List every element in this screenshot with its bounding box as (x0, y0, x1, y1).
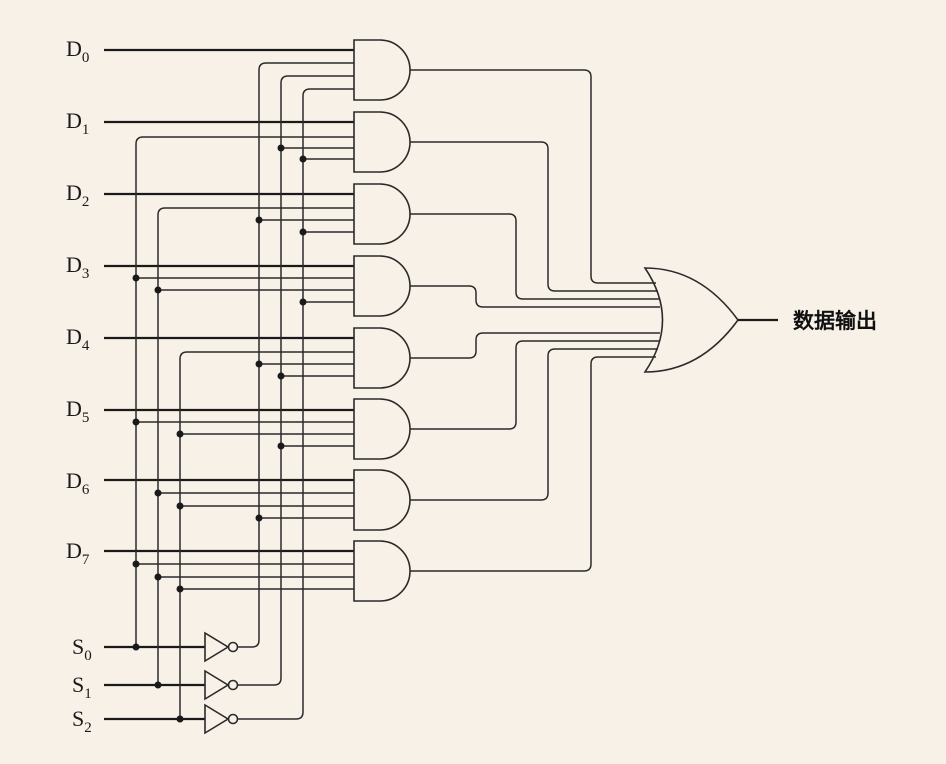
junction-dot (132, 274, 140, 282)
wire-and1-or (410, 141, 658, 292)
inverter-s2 (204, 703, 230, 735)
junction-dot (277, 372, 285, 380)
junction-dot (255, 514, 263, 522)
junction-dot (132, 418, 140, 426)
select-taps (136, 147, 354, 590)
wire-and2-or (410, 213, 659, 300)
bus-not-s2 (238, 88, 354, 720)
output-label: 数据输出 (793, 309, 877, 333)
and-gate-7 (353, 540, 411, 602)
bus-not-s0 (238, 62, 354, 648)
wire-and6-or (410, 348, 658, 501)
label-d2: D2 (66, 180, 89, 210)
inverter-s0 (204, 631, 230, 663)
junction-dot (299, 155, 307, 163)
junction-dot (255, 216, 263, 224)
inverter-bubble-s1 (227, 679, 239, 691)
wire-and4-or (410, 332, 660, 359)
and-gate-2 (353, 183, 411, 245)
select-section (104, 62, 354, 735)
junction-dot (299, 228, 307, 236)
label-s0: S0 (72, 634, 92, 664)
label-d0: D0 (66, 36, 89, 66)
junction-dot (277, 442, 285, 450)
wire-and5-or (410, 340, 659, 430)
data-input-labels: D0 D1 D2 D3 D4 D5 D6 D7 (66, 36, 90, 568)
select-input-labels: S0 S1 S2 (72, 634, 92, 736)
junction-dot (176, 585, 184, 593)
and-gate-4 (353, 327, 411, 389)
wire-and7-or (410, 356, 656, 572)
inverter-bubble-s0 (227, 641, 239, 653)
and-gates (353, 39, 411, 602)
junction-dot (132, 560, 140, 568)
junction-dot (176, 430, 184, 438)
wire-and0-or (410, 69, 656, 284)
inverter-bubble-s2 (227, 713, 239, 725)
bus-not-s1 (238, 75, 354, 686)
label-d6: D6 (66, 468, 90, 498)
bus-s0 (135, 136, 354, 647)
label-s2: S2 (72, 706, 92, 736)
and-to-or-wires (410, 69, 660, 572)
label-d5: D5 (66, 396, 89, 426)
junction-dot (255, 360, 263, 368)
bus-s2 (179, 351, 354, 719)
and-gate-3 (353, 255, 411, 317)
inverter-s1 (204, 669, 230, 701)
junction-dot (132, 643, 140, 651)
junction-dot (154, 286, 162, 294)
junction-dot (154, 681, 162, 689)
or-gate (643, 267, 739, 373)
data-input-wires (104, 48, 354, 553)
junction-dot (176, 715, 184, 723)
label-d1: D1 (66, 108, 89, 138)
label-s1: S1 (72, 672, 92, 702)
and-gate-5 (353, 398, 411, 460)
wire-and3-or (410, 285, 660, 308)
junction-dot (299, 298, 307, 306)
junction-dot (176, 502, 184, 510)
junction-dots (132, 144, 307, 723)
junction-dot (154, 489, 162, 497)
label-d7: D7 (66, 538, 90, 568)
junction-dot (277, 144, 285, 152)
label-d3: D3 (66, 252, 89, 282)
and-gate-0 (353, 39, 411, 101)
junction-dot (154, 573, 162, 581)
bus-s1 (157, 207, 354, 685)
and-gate-1 (353, 111, 411, 173)
and-gate-6 (353, 469, 411, 531)
label-d4: D4 (66, 324, 90, 354)
